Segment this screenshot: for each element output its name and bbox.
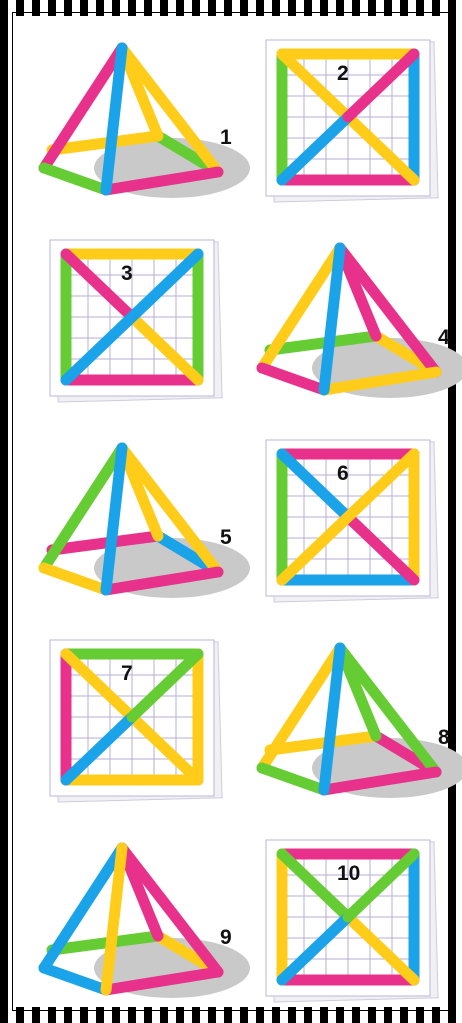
puzzle-item-10[interactable]: 10 [266, 840, 438, 1002]
puzzle-item-9[interactable]: 9 [44, 848, 250, 998]
puzzle-item-4[interactable]: 4 [262, 248, 462, 398]
figure-number-label: 9 [220, 926, 232, 949]
puzzle-item-7[interactable]: 7 [50, 640, 222, 802]
figure-number-label: 4 [438, 326, 450, 349]
figure-number-label: 7 [121, 662, 133, 685]
puzzle-item-3[interactable]: 3 [50, 240, 222, 402]
figure-number-label: 10 [337, 862, 360, 885]
puzzle-item-5[interactable]: 5 [44, 448, 250, 598]
figure-number-label: 6 [337, 462, 349, 485]
figure-number-label: 2 [337, 62, 349, 85]
puzzle-item-1[interactable]: 1 [44, 48, 250, 198]
puzzle-item-2[interactable]: 2 [266, 40, 438, 202]
figure-number-label: 8 [438, 726, 450, 749]
puzzle-item-6[interactable]: 6 [266, 440, 438, 602]
figure-number-label: 3 [121, 262, 133, 285]
figure-number-label: 5 [220, 526, 232, 549]
puzzle-item-8[interactable]: 8 [262, 648, 462, 798]
figure-number-label: 1 [220, 126, 232, 149]
